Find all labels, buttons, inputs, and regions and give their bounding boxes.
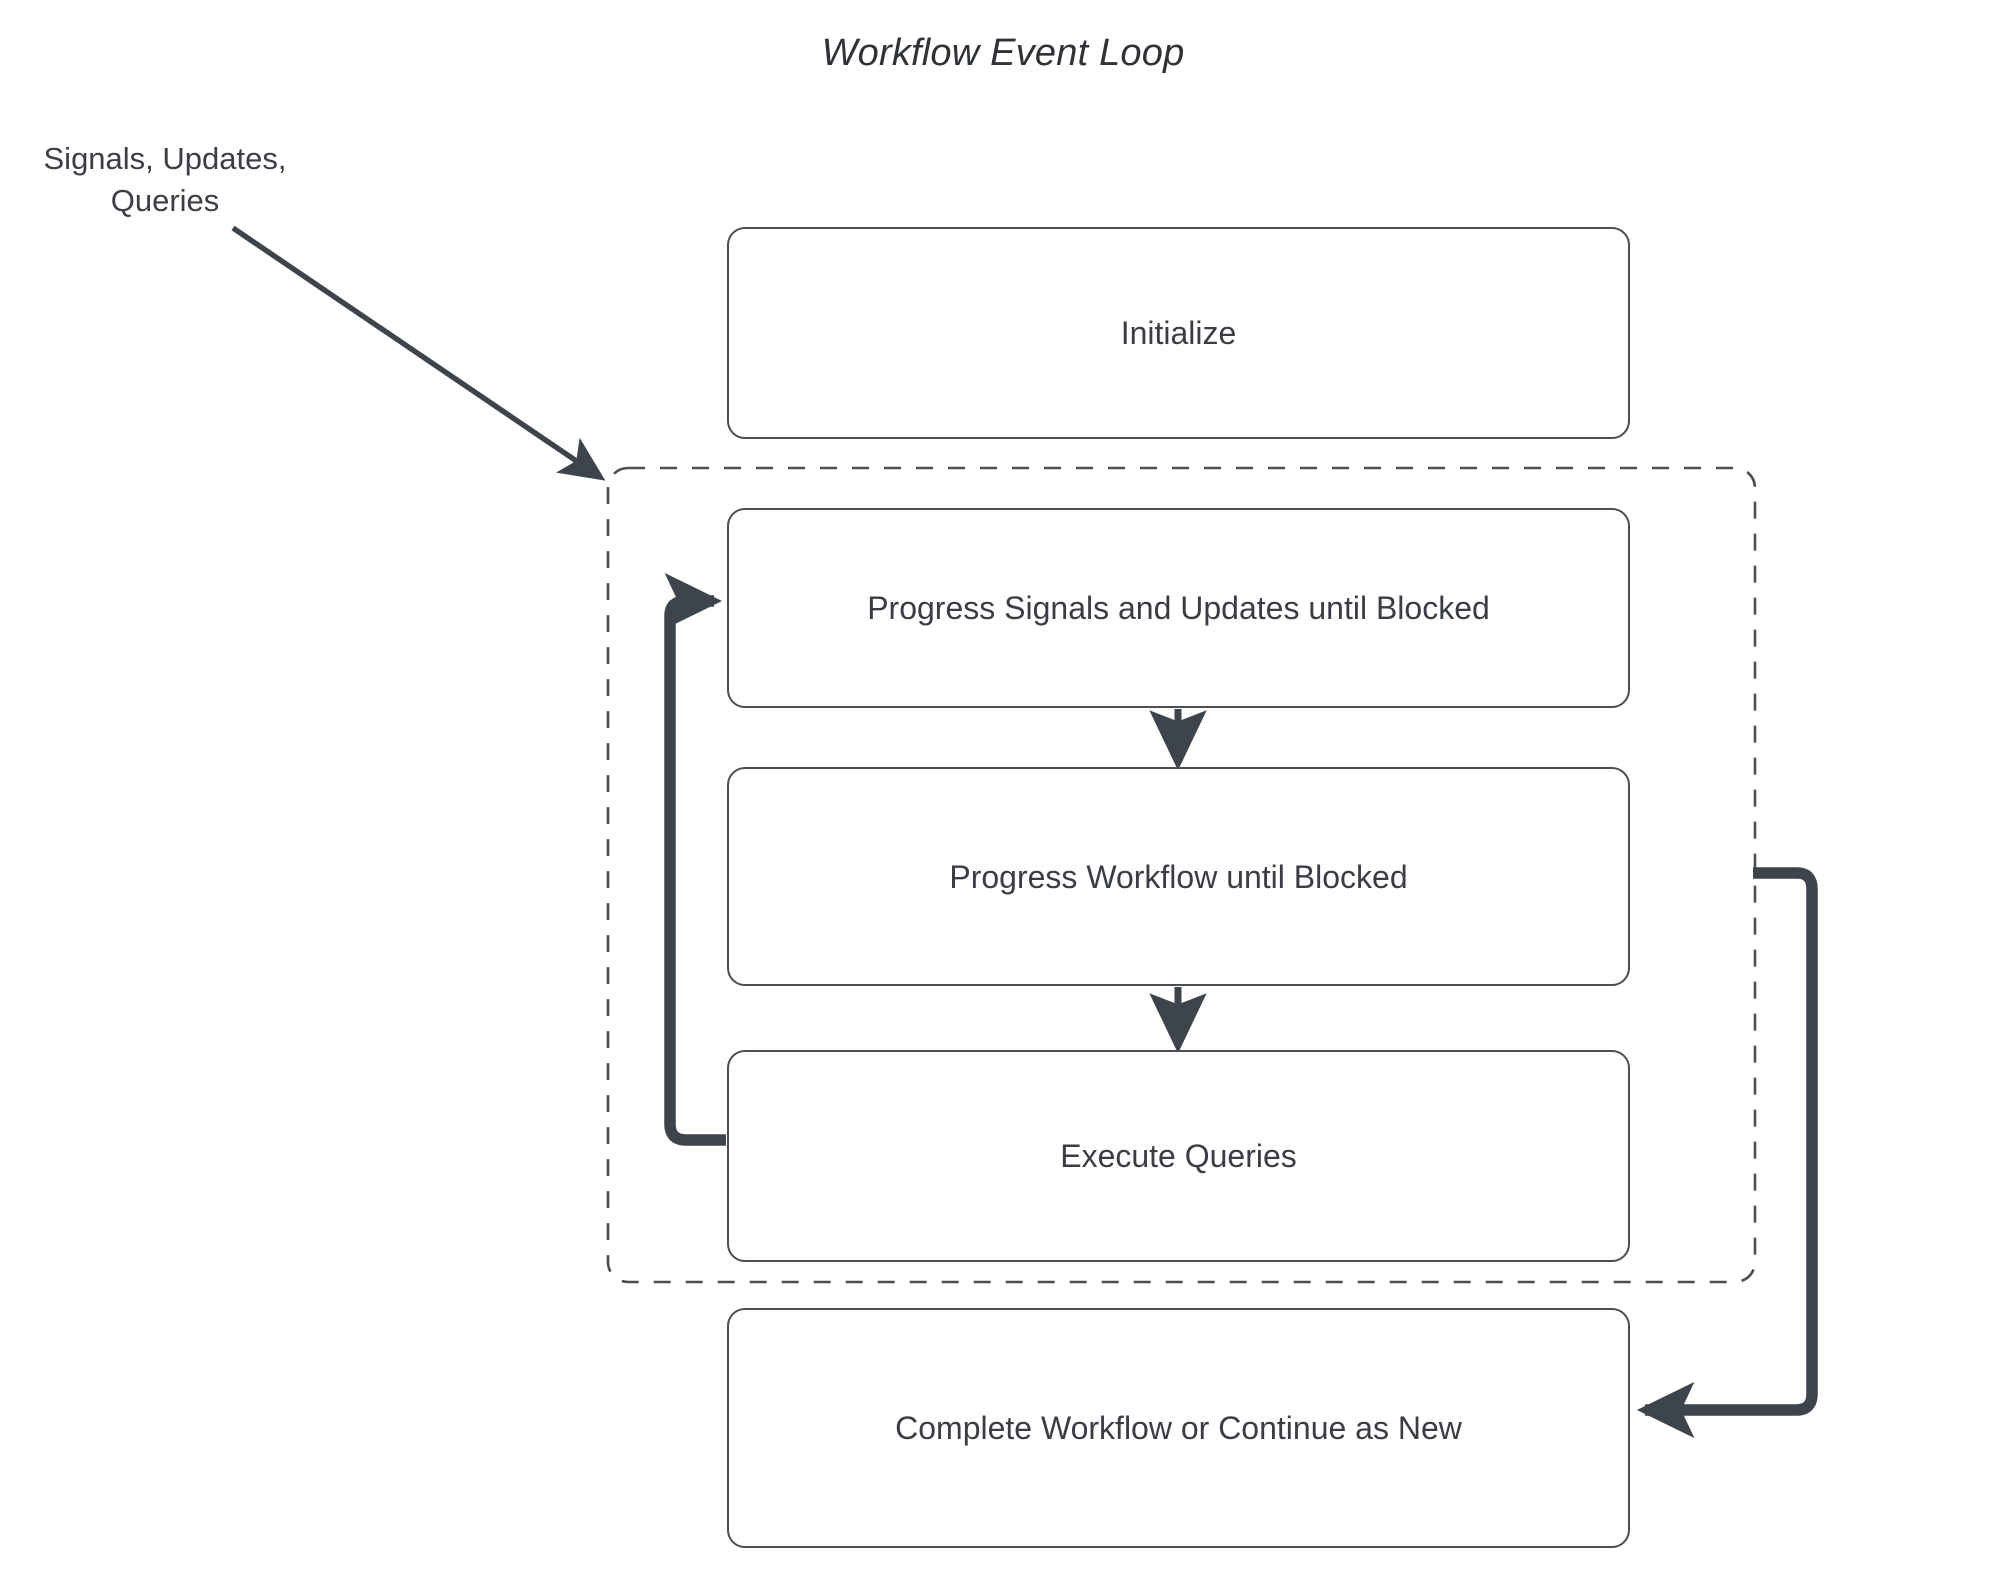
external-input-label: Signals, Updates, Queries [20, 138, 310, 222]
node-initialize[interactable]: Initialize [727, 227, 1630, 439]
node-execute-queries[interactable]: Execute Queries [727, 1050, 1630, 1262]
edge-signals-into-loop [231, 225, 606, 481]
node-progress-signals[interactable]: Progress Signals and Updates until Block… [727, 508, 1630, 708]
node-progress-signals-label: Progress Signals and Updates until Block… [867, 590, 1490, 626]
node-complete-workflow-label: Complete Workflow or Continue as New [895, 1410, 1462, 1446]
external-input-label-line2: Queries [110, 183, 220, 218]
node-execute-queries-label: Execute Queries [1060, 1138, 1297, 1174]
edge-queries-loop-back [664, 572, 726, 1146]
page-title: Workflow Event Loop [821, 32, 1185, 74]
event-loop-group-border [606, 466, 1757, 1284]
node-progress-workflow[interactable]: Progress Workflow until Blocked [727, 767, 1630, 986]
edge-loop-to-complete [1636, 867, 1818, 1439]
external-input-label-line1: Signals, Updates, [43, 141, 287, 176]
node-progress-workflow-label: Progress Workflow until Blocked [949, 858, 1408, 895]
node-complete-workflow[interactable]: Complete Workflow or Continue as New [727, 1308, 1630, 1548]
node-initialize-label: Initialize [1120, 315, 1237, 351]
